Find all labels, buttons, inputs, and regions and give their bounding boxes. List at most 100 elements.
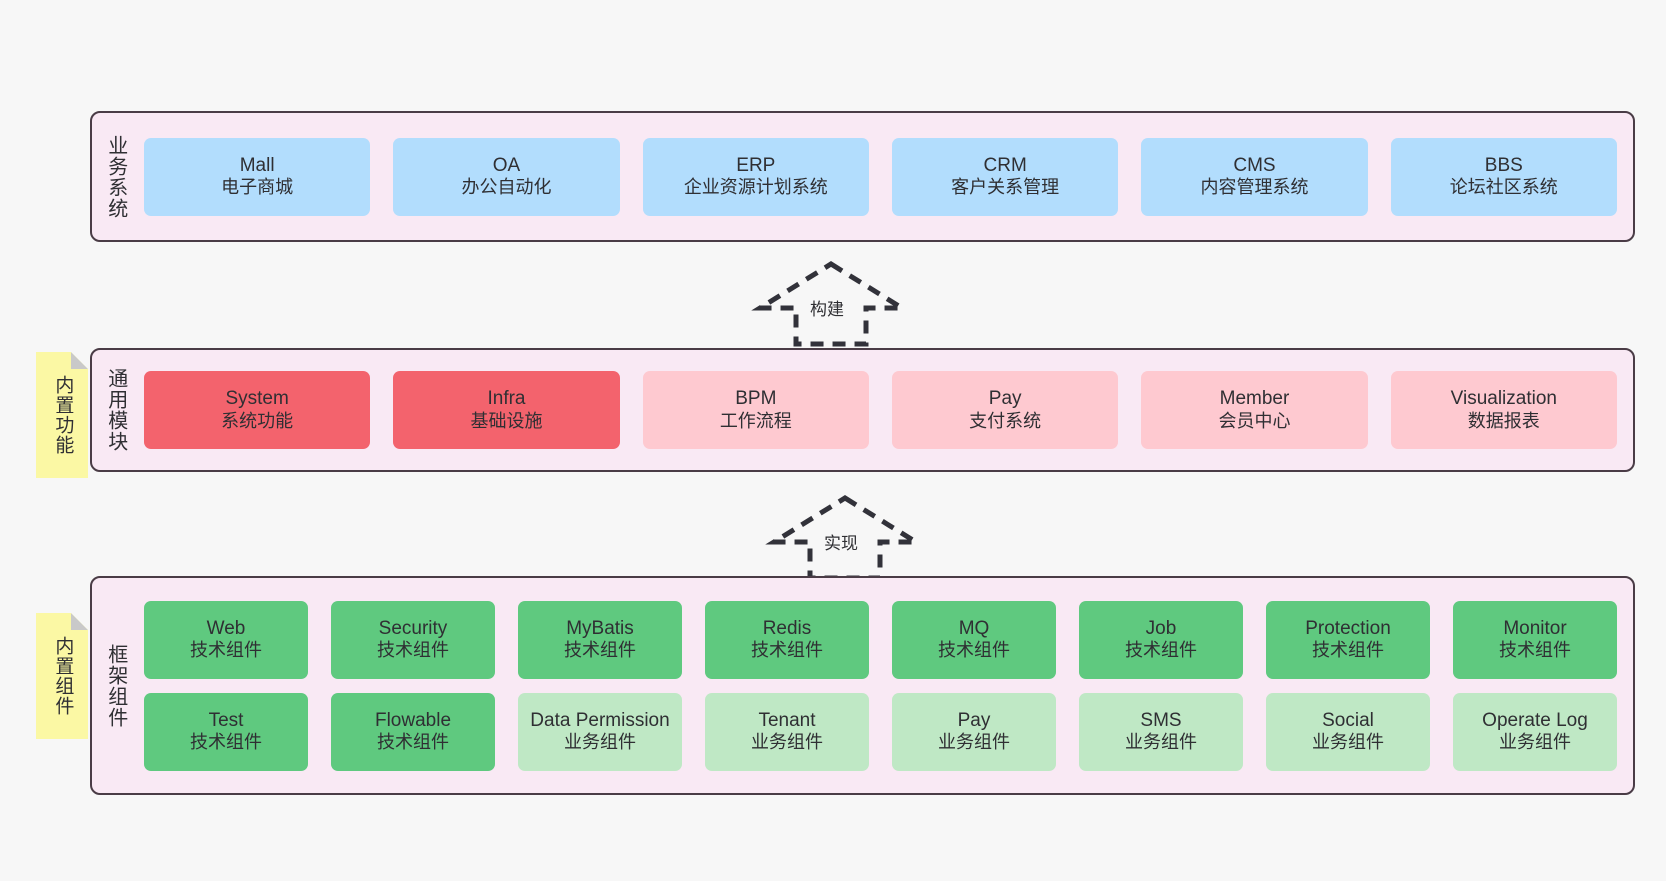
node-operate-log-cn: 业务组件: [1499, 732, 1571, 753]
node-job[interactable]: Job 技术组件: [1079, 600, 1243, 679]
node-bpm-cn: 工作流程: [719, 410, 792, 431]
node-sms-en: SMS: [1140, 709, 1182, 731]
node-visualization-en: Visualization: [1450, 388, 1557, 410]
note-builtin-function: 内置功能: [36, 352, 88, 478]
note-builtin-component: 内置组件: [36, 613, 88, 739]
layer-common-module: 通用模块 System 系统功能 Infra 基础设施 BPM 工作流程 Pay…: [90, 348, 1635, 472]
node-erp[interactable]: ERP 企业资源计划系统: [642, 137, 869, 216]
node-monitor-en: Monitor: [1503, 617, 1567, 639]
node-protection-cn: 技术组件: [1312, 640, 1384, 661]
node-bpm-en: BPM: [735, 388, 777, 410]
business-node-row: Mall 电子商城 OA 办公自动化 ERP 企业资源计划系统 CRM 客户关系…: [144, 137, 1617, 216]
node-job-en: Job: [1145, 617, 1177, 639]
node-test-en: Test: [208, 709, 244, 731]
node-pay-component[interactable]: Pay 业务组件: [892, 692, 1056, 771]
node-bbs-cn: 论坛社区系统: [1449, 177, 1558, 198]
node-tenant-cn: 业务组件: [751, 732, 823, 753]
node-sms[interactable]: SMS 业务组件: [1079, 692, 1243, 771]
node-pay-component-cn: 业务组件: [938, 732, 1010, 753]
layer-common-module-title: 通用模块: [104, 368, 127, 452]
node-crm[interactable]: CRM 客户关系管理: [891, 137, 1119, 216]
layer-business-system-body: Mall 电子商城 OA 办公自动化 ERP 企业资源计划系统 CRM 客户关系…: [138, 113, 1633, 240]
layer-framework-component: 框架组件 Web 技术组件 Security 技术组件 MyBatis 技术组件…: [90, 576, 1635, 795]
note-fold-corner-icon: [71, 352, 88, 369]
node-cms-en: CMS: [1233, 154, 1276, 176]
node-operate-log[interactable]: Operate Log 业务组件: [1453, 692, 1617, 771]
node-mall-en: Mall: [239, 154, 275, 176]
node-crm-en: CRM: [983, 154, 1027, 176]
node-bbs-en: BBS: [1484, 154, 1523, 176]
node-oa-en: OA: [492, 154, 521, 176]
arrow-build-icon: [751, 261, 911, 347]
node-monitor-cn: 技术组件: [1499, 640, 1571, 661]
node-crm-cn: 客户关系管理: [951, 177, 1060, 198]
node-social[interactable]: Social 业务组件: [1266, 692, 1430, 771]
node-member-en: Member: [1219, 388, 1290, 410]
node-visualization[interactable]: Visualization 数据报表: [1390, 371, 1617, 449]
arrow-implement-label: 实现: [822, 529, 860, 554]
layer-common-module-body: System 系统功能 Infra 基础设施 BPM 工作流程 Pay 支付系统…: [138, 350, 1633, 470]
layer-business-system: 业务系统 Mall 电子商城 OA 办公自动化 ERP 企业资源计划系统 CRM…: [90, 111, 1635, 242]
node-pay-module-cn: 支付系统: [969, 410, 1042, 431]
node-redis-cn: 技术组件: [751, 640, 823, 661]
node-web-en: Web: [206, 617, 246, 639]
framework-tech-row: Web 技术组件 Security 技术组件 MyBatis 技术组件 Redi…: [144, 600, 1617, 679]
layer-framework-component-title: 框架组件: [104, 643, 127, 728]
node-oa[interactable]: OA 办公自动化: [393, 137, 620, 216]
node-oa-cn: 办公自动化: [461, 177, 552, 198]
node-flowable[interactable]: Flowable 技术组件: [331, 692, 495, 771]
node-tenant[interactable]: Tenant 业务组件: [705, 692, 869, 771]
framework-business-row: Test 技术组件 Flowable 技术组件 Data Permission …: [144, 692, 1617, 771]
node-cms-cn: 内容管理系统: [1200, 177, 1309, 198]
node-data-permission-en: Data Permission: [530, 709, 670, 731]
node-infra-en: Infra: [487, 388, 526, 410]
node-job-cn: 技术组件: [1125, 640, 1197, 661]
node-data-permission[interactable]: Data Permission 业务组件: [518, 692, 682, 771]
node-sms-cn: 业务组件: [1125, 732, 1197, 753]
node-monitor[interactable]: Monitor 技术组件: [1453, 600, 1617, 679]
node-redis-en: Redis: [762, 617, 812, 639]
node-mq[interactable]: MQ 技术组件: [892, 600, 1056, 679]
node-web[interactable]: Web 技术组件: [144, 600, 308, 679]
node-protection-en: Protection: [1305, 617, 1391, 639]
node-bbs[interactable]: BBS 论坛社区系统: [1390, 137, 1617, 216]
node-security[interactable]: Security 技术组件: [331, 600, 495, 679]
node-mybatis-en: MyBatis: [566, 617, 634, 639]
common-node-row: System 系统功能 Infra 基础设施 BPM 工作流程 Pay 支付系统…: [144, 371, 1617, 449]
node-erp-en: ERP: [736, 154, 776, 176]
node-bpm[interactable]: BPM 工作流程: [642, 371, 869, 449]
arrow-build-label: 构建: [808, 295, 846, 320]
node-mybatis[interactable]: MyBatis 技术组件: [518, 600, 682, 679]
node-flowable-en: Flowable: [374, 709, 452, 731]
node-member[interactable]: Member 会员中心: [1141, 371, 1368, 449]
node-data-permission-cn: 业务组件: [564, 732, 636, 753]
node-cms[interactable]: CMS 内容管理系统: [1141, 137, 1368, 216]
node-tenant-en: Tenant: [758, 709, 816, 731]
node-infra-cn: 基础设施: [470, 410, 543, 431]
node-mq-cn: 技术组件: [938, 640, 1010, 661]
node-redis[interactable]: Redis 技术组件: [705, 600, 869, 679]
note-fold-corner-icon: [71, 613, 88, 630]
node-system[interactable]: System 系统功能: [144, 371, 371, 449]
node-pay-module-en: Pay: [988, 388, 1022, 410]
node-mall[interactable]: Mall 电子商城: [144, 137, 371, 216]
layer-business-system-title: 业务系统: [104, 134, 127, 219]
node-mybatis-cn: 技术组件: [564, 640, 636, 661]
note-builtin-function-label: 内置功能: [52, 375, 74, 455]
node-test-cn: 技术组件: [190, 732, 262, 753]
node-infra[interactable]: Infra 基础设施: [393, 371, 620, 449]
node-security-cn: 技术组件: [377, 640, 449, 661]
node-mall-cn: 电子商城: [221, 177, 294, 198]
node-test[interactable]: Test 技术组件: [144, 692, 308, 771]
arrow-implement: 实现: [765, 495, 925, 581]
node-protection[interactable]: Protection 技术组件: [1266, 600, 1430, 679]
node-flowable-cn: 技术组件: [377, 732, 449, 753]
node-system-cn: 系统功能: [221, 410, 294, 431]
node-web-cn: 技术组件: [190, 640, 262, 661]
node-security-en: Security: [378, 617, 448, 639]
arrow-implement-icon: [765, 495, 925, 581]
node-pay-module[interactable]: Pay 支付系统: [891, 371, 1119, 449]
node-system-en: System: [225, 388, 289, 410]
note-builtin-component-label: 内置组件: [52, 636, 74, 716]
